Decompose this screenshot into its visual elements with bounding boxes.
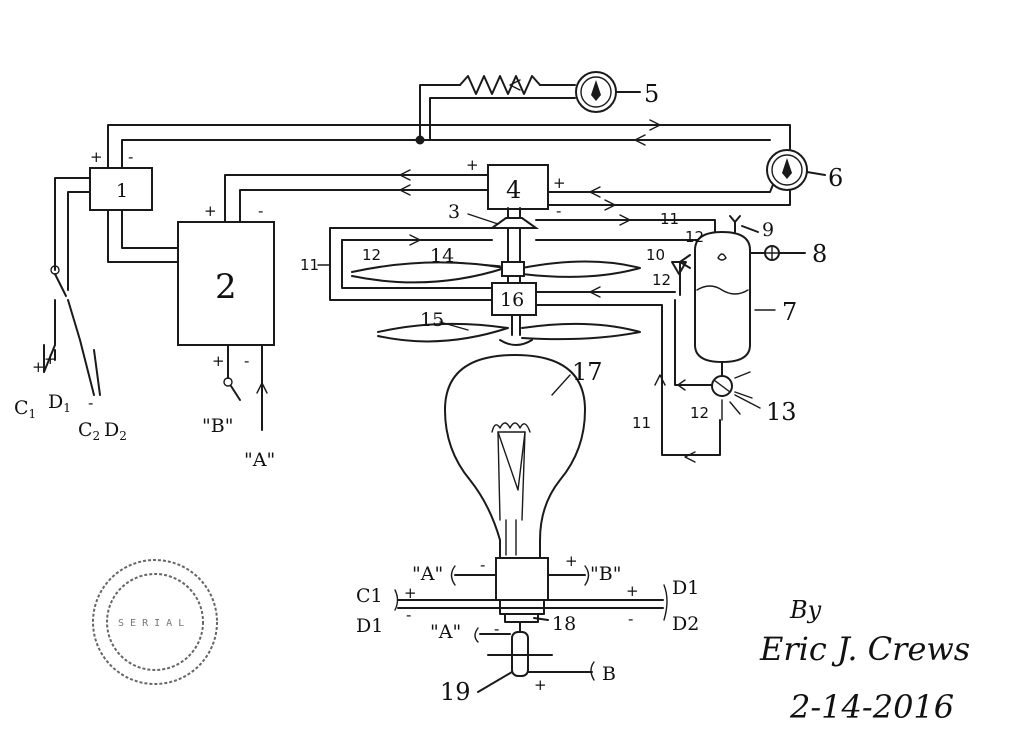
box-16 (491, 282, 537, 316)
terminal-b-quoted: "B" (202, 415, 233, 437)
sign-plus-box4-right: + (553, 174, 566, 192)
label-11-bottom: 11 (632, 414, 651, 432)
label-2: 2 (215, 267, 237, 307)
flow-arrows (256, 79, 696, 463)
terminal-labels: C1 D1 C2 D2 "B" "A" "A" "B" C1 D1 D1 D2 … (14, 391, 699, 685)
part-labels: 1 2 3 4 5 6 7 8 9 10 11 11 11 12 12 12 1… (116, 80, 843, 706)
light-bulb-17 (444, 354, 586, 633)
meter-5 (575, 71, 641, 113)
switch-19 (477, 631, 595, 693)
label-12-left: 12 (362, 246, 381, 264)
terminal-d1: D1 (48, 391, 71, 415)
terminal-d1-right: D1 (672, 577, 699, 599)
label-19: 19 (440, 678, 471, 706)
terminal-a-quoted: "A" (244, 449, 275, 471)
bulb-leads (394, 565, 668, 643)
label-12-bottom: 12 (690, 404, 709, 422)
leader-lines (317, 213, 776, 409)
sign-plus-bulb-b: + (565, 552, 578, 570)
pump-13 (711, 371, 753, 421)
label-3: 3 (448, 201, 460, 223)
sign-plus-b: + (212, 352, 225, 370)
sign-minus-d2-right: - (628, 610, 633, 628)
label-16: 16 (500, 289, 524, 311)
label-11-top: 11 (660, 210, 679, 228)
terminal-d1-bulb: D1 (356, 615, 383, 637)
sign-plus-box4: + (466, 156, 479, 174)
fan-assembly (351, 207, 641, 346)
main-bus-wires (43, 84, 791, 431)
label-1: 1 (116, 180, 128, 202)
sign-minus-box2: - (258, 202, 263, 220)
box-1 (89, 167, 153, 211)
box-4 (487, 164, 549, 210)
polarity-signs: + - + - + + - + - + + - - + + - + - - + (32, 148, 639, 694)
coolant-loop (329, 219, 721, 456)
sign-minus-lower-a: - (494, 620, 499, 638)
label-13: 13 (766, 398, 797, 426)
terminal-c1: C1 (14, 397, 36, 421)
label-5: 5 (644, 80, 659, 108)
vent-9 (729, 215, 759, 233)
meter-6 (766, 149, 826, 191)
signature-block: By Eric J. Crews 2-14-2016 (759, 596, 970, 726)
check-valve-10 (671, 261, 687, 275)
terminal-c2: C2 (78, 419, 100, 443)
sign-plus-c1: + (32, 358, 45, 376)
stamp-text: S E R I A L (118, 618, 184, 629)
sign-minus-bulb-a: - (480, 556, 485, 574)
terminal-a-lower: "A" (430, 621, 461, 643)
terminal-a-bulb: "A" (412, 563, 443, 585)
sign-minus-box1: - (128, 148, 133, 166)
resistor (459, 75, 541, 95)
signature-name: Eric J. Crews (759, 630, 970, 668)
sign-plus-box1: + (90, 148, 103, 166)
terminal-b-plain: B (602, 663, 616, 685)
label-9: 9 (762, 219, 774, 241)
signature-date: 2-14-2016 (789, 688, 954, 726)
label-8: 8 (812, 240, 827, 268)
terminal-c1-bulb: C1 (356, 585, 383, 607)
label-18: 18 (552, 613, 576, 635)
terminal-b-bulb: "B" (590, 563, 621, 585)
tank-7 (694, 230, 751, 377)
terminal-d2: D2 (104, 419, 127, 443)
sign-minus-a: - (244, 352, 249, 370)
sign-plus-c1b: + (44, 350, 57, 368)
label-6: 6 (828, 164, 843, 192)
sign-minus-d2: - (88, 394, 93, 412)
sign-plus-box2: + (204, 202, 217, 220)
label-14: 14 (430, 245, 454, 267)
sign-plus-d1-right: + (626, 582, 639, 600)
label-15: 15 (420, 309, 444, 331)
seal-stamp: S E R I A L (92, 559, 218, 685)
terminal-d2-right: D2 (672, 613, 699, 635)
label-12-mid: 12 (652, 271, 671, 289)
label-10: 10 (646, 246, 665, 264)
label-7: 7 (782, 298, 797, 326)
sign-minus-d1-bulb: - (406, 606, 411, 624)
label-4: 4 (506, 176, 521, 204)
valve-8 (749, 245, 806, 261)
signature-by: By (789, 596, 822, 624)
box-2 (177, 221, 275, 346)
label-11-left: 11 (300, 256, 319, 274)
label-12-top: 12 (685, 228, 704, 246)
label-17: 17 (572, 358, 603, 386)
sign-plus-19: + (534, 676, 547, 694)
sign-plus-c1-bulb: + (404, 584, 417, 602)
sign-minus-box4: - (556, 202, 561, 220)
